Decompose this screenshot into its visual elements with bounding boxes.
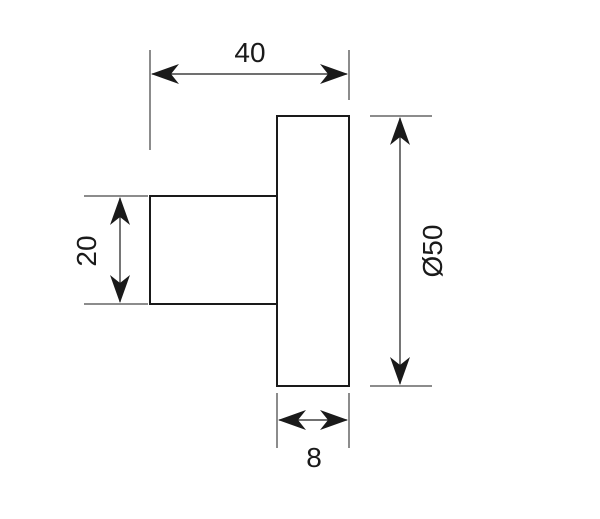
dimension-rose-diameter: Ø50 [390, 117, 448, 385]
dimension-stem-height: 20 [71, 197, 130, 303]
dimension-label-rose-thickness: 8 [306, 442, 322, 473]
knob-stem [149, 195, 278, 305]
dimension-label-rose-diameter: Ø50 [417, 225, 448, 278]
dimension-rose-thickness: 8 [278, 410, 348, 473]
dimension-label-stem-height: 20 [71, 235, 102, 266]
dimension-overall-length: 40 [151, 37, 348, 84]
dimension-label-overall-length: 40 [234, 37, 265, 68]
knob-rose [276, 115, 350, 387]
